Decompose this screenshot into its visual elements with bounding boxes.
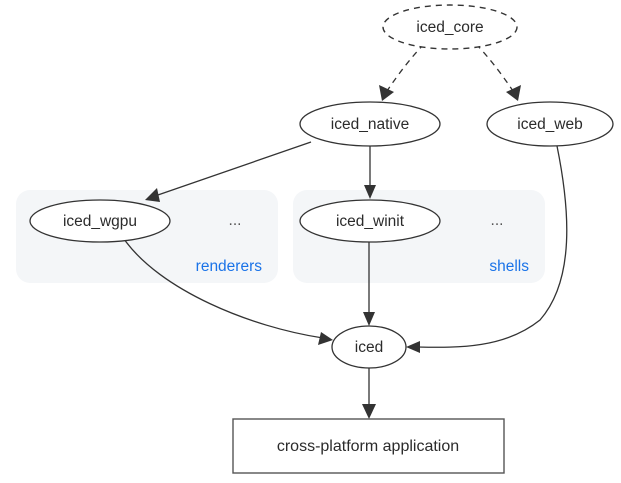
node-iced-native[interactable]: iced_native <box>299 101 441 147</box>
edge-iced-core-to-iced-web-arrow <box>506 85 521 101</box>
edge-iced-wgpu-to-iced-line <box>123 238 324 339</box>
edge-iced-core-to-iced-web <box>475 43 521 101</box>
node-iced-winit-ellipse[interactable] <box>299 199 441 243</box>
node-iced-web-label: iced_web <box>517 116 583 133</box>
cluster-shells-ellipsis: ... <box>491 212 504 229</box>
node-application-box[interactable] <box>232 418 505 474</box>
node-iced-web-ellipse[interactable] <box>486 101 614 147</box>
edge-iced-core-to-iced-web-line <box>475 43 514 92</box>
edge-iced-web-to-iced-arrow <box>406 341 420 353</box>
edge-iced-wgpu-to-iced <box>123 238 333 345</box>
edge-iced-core-to-iced-native-arrow <box>379 85 394 101</box>
edge-iced-core-to-iced-native-line <box>386 43 425 92</box>
edge-iced-native-to-iced-wgpu-arrow <box>145 188 160 202</box>
cluster-renderers-label: renderers <box>196 258 263 275</box>
edge-iced-core-to-iced-native <box>379 43 425 101</box>
edge-iced-wgpu-to-iced-arrow <box>318 332 333 345</box>
edge-iced-winit-to-iced <box>363 242 375 326</box>
node-iced-web[interactable]: iced_web <box>486 101 614 147</box>
node-iced-wgpu-label: iced_wgpu <box>63 213 137 230</box>
node-iced-core[interactable]: iced_core <box>382 4 518 50</box>
node-cross-platform-application[interactable]: cross-platform application <box>232 418 505 474</box>
edge-iced-to-application-arrow <box>362 404 376 419</box>
node-iced-native-label: iced_native <box>331 116 409 133</box>
cluster-renderers-ellipsis: ... <box>229 212 242 229</box>
node-iced-wgpu[interactable]: iced_wgpu <box>29 199 171 243</box>
node-iced-wgpu-ellipse[interactable] <box>29 199 171 243</box>
node-iced-core-ellipse[interactable] <box>382 4 518 50</box>
node-iced-native-ellipse[interactable] <box>299 101 441 147</box>
node-iced-label: iced <box>355 339 383 356</box>
edge-iced-native-to-iced-wgpu <box>145 141 312 202</box>
node-iced-winit-label: iced_winit <box>336 213 405 230</box>
edge-iced-to-application <box>362 368 376 419</box>
node-iced-ellipse[interactable] <box>331 325 407 369</box>
edge-iced-native-to-iced-wgpu-line <box>154 141 312 197</box>
node-iced-core-label: iced_core <box>416 19 483 36</box>
cluster-shells-label: shells <box>489 258 529 275</box>
edge-iced-web-to-iced <box>406 145 568 353</box>
edge-iced-winit-to-iced-arrow <box>363 312 375 326</box>
node-iced-winit[interactable]: iced_winit <box>299 199 441 243</box>
edge-iced-native-to-iced-winit <box>364 146 376 199</box>
edge-iced-native-to-iced-winit-arrow <box>364 185 376 199</box>
node-application-label: cross-platform application <box>277 438 459 455</box>
node-iced[interactable]: iced <box>331 325 407 369</box>
edge-iced-web-to-iced-line <box>416 145 568 348</box>
